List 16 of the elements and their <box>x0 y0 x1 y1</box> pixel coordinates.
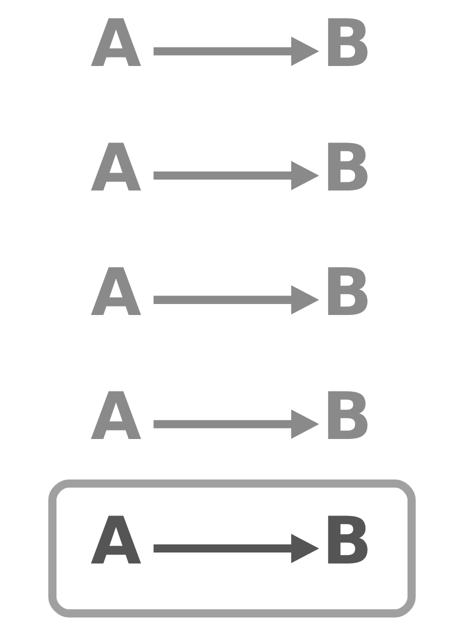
node-text: B <box>322 130 372 206</box>
node-text: A <box>90 254 142 331</box>
arrow <box>154 36 320 66</box>
node-text: A <box>90 379 142 456</box>
arrow <box>154 534 320 564</box>
node-text: B <box>322 379 372 456</box>
arrow <box>154 285 320 315</box>
node-text: A <box>90 503 142 580</box>
node-text: B <box>322 6 372 82</box>
arrow <box>154 160 320 190</box>
node-text: A <box>90 130 142 206</box>
node-text: B <box>322 503 372 580</box>
node-text: A <box>90 6 142 82</box>
cluster <box>48 479 416 618</box>
node-text: B <box>322 254 372 331</box>
arrow <box>154 410 320 439</box>
